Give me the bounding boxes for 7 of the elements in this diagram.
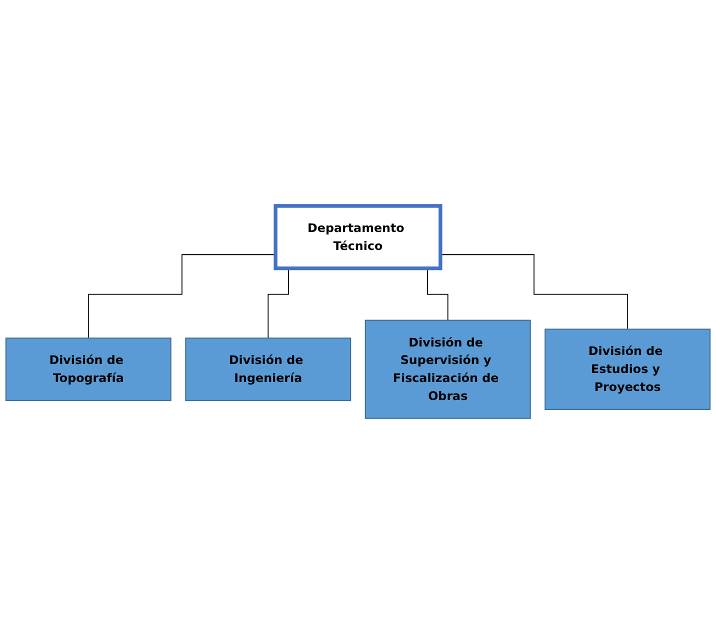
node-box: División de Topografía xyxy=(5,337,172,401)
node-box: División de Estudios y Proyectos xyxy=(544,328,711,410)
node-box: División de Ingeniería xyxy=(185,337,352,401)
node-box: Departamento Técnico xyxy=(274,204,442,270)
connector xyxy=(88,254,276,338)
node-box: División de Supervisión y Fiscalización de Obras xyxy=(364,320,531,419)
connector xyxy=(440,254,628,330)
